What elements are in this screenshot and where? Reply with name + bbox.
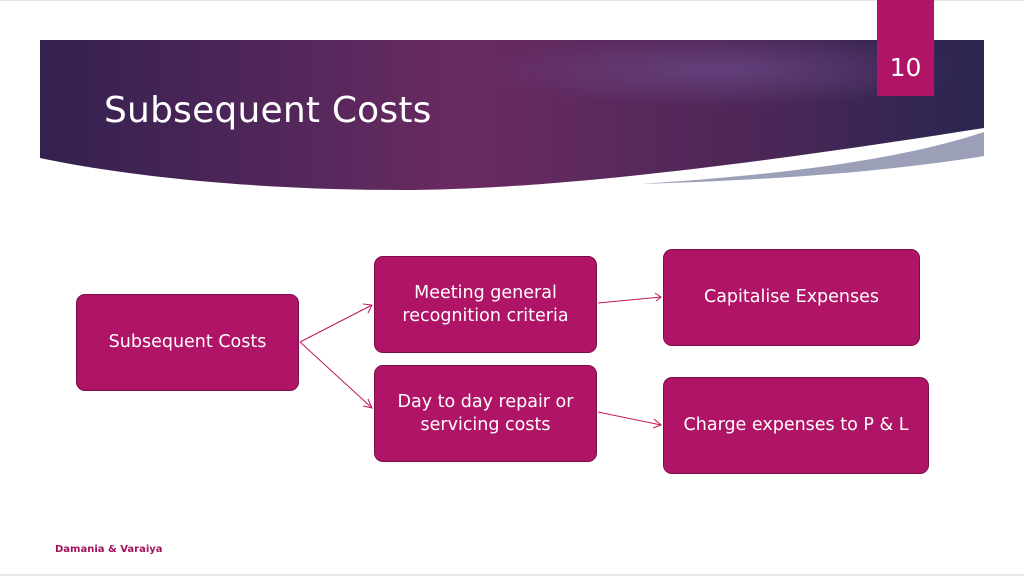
connector-bottom-to-charge [597, 411, 662, 426]
page-number: 10 [877, 0, 934, 96]
bottom-border [0, 574, 1024, 576]
box-capitalise-expenses: Capitalise Expenses [663, 249, 920, 346]
top-border [0, 0, 1024, 1]
arrowhead-bottom-to-charge [652, 418, 662, 429]
box-day-to-day-repair-or-servicing-costs: Day to day repair or servicing costs [374, 365, 597, 462]
title-banner [40, 40, 984, 190]
connector-root-to-top [299, 304, 373, 343]
slide-title: Subsequent Costs [104, 90, 432, 131]
arrowhead-root-to-top [362, 303, 373, 314]
box-charge-expenses-to-pl: Charge expenses to P & L [663, 377, 929, 474]
box-meeting-general-recognition-criteria: Meeting general recognition criteria [374, 256, 597, 353]
connector-root-to-bottom [299, 341, 373, 409]
arrowhead-top-to-capitalise [654, 292, 662, 302]
connector-top-to-capitalise [597, 296, 662, 304]
footer-credit: Damania & Varaiya [55, 544, 163, 555]
box-subsequent-costs: Subsequent Costs [76, 294, 299, 391]
arrowhead-root-to-bottom [362, 398, 373, 409]
